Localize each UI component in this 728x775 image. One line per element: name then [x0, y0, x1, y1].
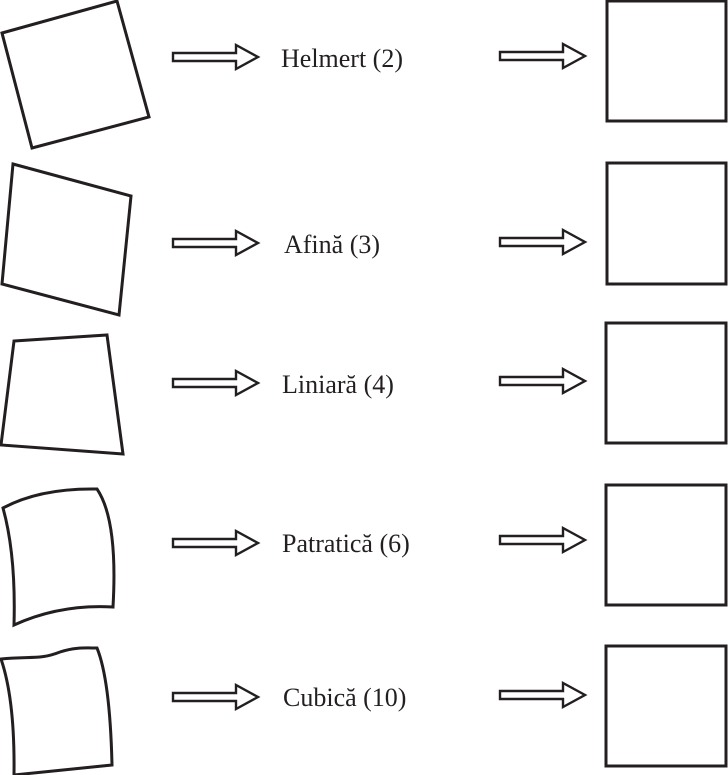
- arrow-icon: [498, 42, 587, 70]
- target-square: [605, 161, 728, 286]
- transformation-label: Helmert (2): [281, 44, 403, 73]
- source-shape-bilinear: [0, 333, 125, 456]
- transformation-label: Afină (3): [284, 230, 380, 259]
- target-square: [604, 321, 728, 445]
- arrow-icon: [171, 529, 260, 557]
- arrow-icon: [171, 229, 260, 257]
- arrow-icon: [498, 367, 587, 395]
- transformation-label: Patratică (6): [282, 529, 410, 558]
- row-helmert: Helmert (2): [0, 0, 728, 150]
- source-shape-cubic: [0, 646, 114, 775]
- target-square: [604, 644, 728, 768]
- target-square: [605, 0, 728, 123]
- arrow-icon: [171, 369, 260, 397]
- source-shape-affine: [0, 162, 133, 317]
- row-liniara: Liniară (4): [0, 321, 728, 456]
- transformation-label: Liniară (4): [282, 370, 394, 399]
- arrow-icon: [498, 681, 587, 709]
- arrow-icon: [171, 43, 260, 71]
- row-cubica: Cubică (10): [0, 644, 728, 775]
- transformation-label: Cubică (10): [283, 683, 406, 712]
- source-shape-quadratic: [1, 487, 116, 628]
- row-patratica: Patratică (6): [1, 483, 728, 628]
- arrow-icon: [498, 526, 587, 554]
- arrow-icon: [171, 683, 260, 711]
- target-square: [604, 483, 728, 607]
- source-shape-rotated: [0, 0, 151, 150]
- row-afina: Afină (3): [0, 161, 728, 317]
- arrow-icon: [498, 228, 587, 256]
